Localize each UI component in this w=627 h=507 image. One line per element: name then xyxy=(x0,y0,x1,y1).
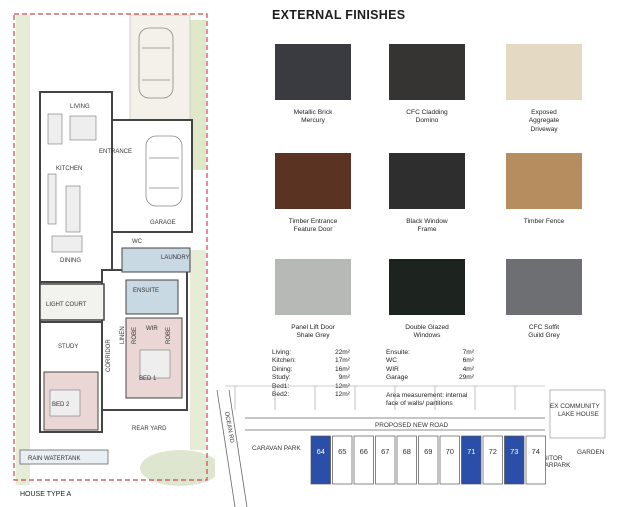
lot-highlighted xyxy=(504,435,525,485)
room-label-corridor: CORRIDOR xyxy=(106,339,112,372)
caravan-park-label: CARAVAN PARK xyxy=(252,445,301,452)
finish-swatch xyxy=(506,153,582,209)
finish-swatch xyxy=(275,153,351,209)
lot-number: 69 xyxy=(424,447,432,456)
lot xyxy=(332,435,353,485)
room-label-garage: GARAGE xyxy=(150,220,176,226)
room-label-study: STUDY xyxy=(58,344,78,350)
lot-number: 64 xyxy=(317,447,325,456)
visitor-label-1: VISITOR xyxy=(537,455,563,462)
room-label-bed2: BED 2 xyxy=(52,402,70,408)
garage-car-icon xyxy=(145,135,183,207)
car-icon xyxy=(138,27,174,99)
room-label-dining: DINING xyxy=(60,258,81,264)
room-label-robe-1: ROBE xyxy=(132,327,138,344)
lot xyxy=(418,435,439,485)
lot xyxy=(482,435,503,485)
lot-number: 65 xyxy=(338,447,346,456)
side-garden xyxy=(16,15,30,485)
lot-number: 68 xyxy=(403,447,411,456)
site-plan: OCEAN RD PROPOSED NEW ROAD CARAVAN PARK … xyxy=(216,385,606,507)
page-title: EXTERNAL FINISHES xyxy=(272,8,406,22)
finish-swatch xyxy=(389,44,465,100)
house-type-label: HOUSE TYPE A xyxy=(20,491,72,498)
community-label-2: LAKE HOUSE xyxy=(558,411,599,418)
room-label-linen: LINEN xyxy=(120,326,126,344)
floor-plan: LIVING ENTRANCE KITCHEN GARAGE WC LAUNDR… xyxy=(13,13,215,498)
lot xyxy=(353,435,374,485)
lot-number: 66 xyxy=(360,447,368,456)
room-label-laundry: LAUNDRY xyxy=(161,255,190,261)
area-note: Area measurement: internal face of walls… xyxy=(386,392,468,408)
room-label-kitchen: KITCHEN xyxy=(56,166,82,172)
finish-caption: Timber Fence xyxy=(523,218,565,225)
lot-highlighted xyxy=(310,435,331,485)
area-row: Study:9m² xyxy=(272,374,350,382)
area-row: Dining:16m² xyxy=(272,365,350,373)
visitor-label-2: CARPARK xyxy=(540,462,571,469)
finish-swatch xyxy=(389,153,465,209)
lot-highlighted xyxy=(461,435,482,485)
lot xyxy=(439,435,460,485)
lot-number: 72 xyxy=(489,447,497,456)
room-label-entrance: ENTRANCE xyxy=(99,149,132,155)
room-label-bed1: BED 1 xyxy=(139,376,157,382)
finish-swatch xyxy=(506,259,582,315)
lot xyxy=(525,435,546,485)
lots-row: 64 65 66 67 68 69 70 71 72 73 74 xyxy=(310,435,546,485)
rain-tank xyxy=(19,449,109,465)
lot-number: 71 xyxy=(467,447,475,456)
finish-swatch xyxy=(275,44,351,100)
lot-number: 67 xyxy=(381,447,389,456)
room-label-light-court: LIGHT COURT xyxy=(46,302,87,308)
room-label-rain-tank: RAIN WATERTANK xyxy=(28,456,80,462)
room-label-rear-yard: REAR YARD xyxy=(132,426,167,432)
garden-label: GARDEN xyxy=(577,449,605,456)
area-row: Ensuite:7m² xyxy=(386,349,474,356)
ocean-rd-label: OCEAN RD xyxy=(223,411,235,444)
room-label-living: LIVING xyxy=(70,104,90,110)
proposed-road-label: PROPOSED NEW ROAD xyxy=(375,422,449,429)
room-label-wc: WC xyxy=(132,239,143,245)
finish-swatch xyxy=(389,259,465,315)
lot-number: 70 xyxy=(446,447,454,456)
community-label-1: EX COMMUNITY xyxy=(550,403,600,410)
room-label-wir: WIR xyxy=(146,326,158,332)
lot-number: 73 xyxy=(510,447,518,456)
finish-swatch xyxy=(506,44,582,100)
finish-swatch xyxy=(275,259,351,315)
room-label-robe-2: ROBE xyxy=(166,327,172,344)
area-row: Living:22m² xyxy=(272,349,350,356)
lot xyxy=(375,435,396,485)
lot-number: 74 xyxy=(532,447,540,456)
lot-boundary xyxy=(13,13,208,481)
lot xyxy=(396,435,417,485)
area-row: Kitchen:17m² xyxy=(272,357,350,365)
area-row: Bed2:12m² xyxy=(272,390,350,398)
room-label-ensuite: ENSUITE xyxy=(133,288,159,294)
